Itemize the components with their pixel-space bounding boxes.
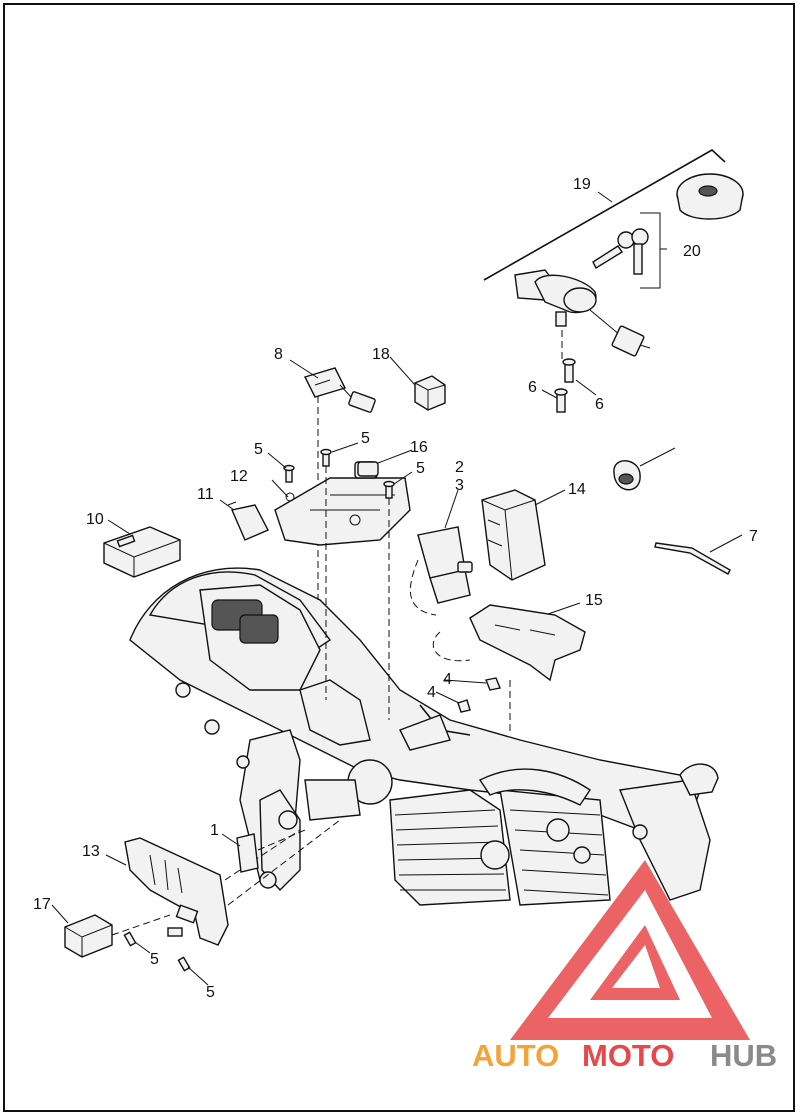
callout-10: 11 bbox=[197, 486, 214, 503]
callout-5-b: 5 bbox=[361, 430, 370, 447]
watermark-text: AUTO MOTO HUB bbox=[472, 1038, 777, 1073]
callout-13: 14 bbox=[568, 481, 586, 498]
callout-9: 10 bbox=[86, 511, 104, 528]
callout-15: 16 bbox=[410, 439, 428, 456]
screws-5-upper bbox=[283, 448, 395, 720]
cable-strap bbox=[654, 542, 731, 575]
callout-3: 3 bbox=[455, 477, 464, 494]
callout-8: 8 bbox=[274, 346, 283, 363]
battery-cover bbox=[410, 526, 473, 616]
screws-5-lower bbox=[123, 931, 191, 972]
callout-6-left: 6 bbox=[528, 379, 537, 396]
callout-5-c: 5 bbox=[416, 460, 425, 477]
watermark-logo bbox=[510, 860, 750, 1040]
module-16 bbox=[64, 914, 171, 958]
engine-cylinder bbox=[389, 768, 611, 906]
watermark-moto: MOTO bbox=[582, 1038, 674, 1073]
callout-17: 18 bbox=[372, 346, 390, 363]
callout-12: 13 bbox=[82, 843, 100, 860]
callout-4-a: 4 bbox=[443, 671, 452, 688]
relay-module bbox=[304, 367, 376, 600]
relay-17 bbox=[414, 375, 446, 411]
callout-1: 1 bbox=[210, 822, 219, 839]
diagram-border bbox=[3, 3, 795, 1112]
watermark-hub: HUB bbox=[710, 1038, 777, 1073]
clip-15 bbox=[357, 461, 379, 477]
screws-6 bbox=[554, 330, 576, 413]
motorcycle-frame bbox=[129, 567, 719, 901]
callout-5-a: 5 bbox=[254, 441, 263, 458]
callout-4-b: 4 bbox=[427, 684, 436, 701]
callout-6-right: 6 bbox=[595, 396, 604, 413]
pad-1 bbox=[236, 829, 306, 873]
ignition-keys bbox=[592, 212, 661, 289]
watermark-auto: AUTO bbox=[472, 1038, 559, 1073]
callout-labels: 19 20 8 18 6 6 7 5 5 16 5 2 3 14 12 11 1… bbox=[33, 176, 758, 1001]
callout-11: 12 bbox=[230, 468, 248, 485]
key-fob bbox=[613, 460, 641, 491]
callout-14: 15 bbox=[585, 592, 603, 609]
callout-7: 7 bbox=[749, 528, 758, 545]
electrical-bracket bbox=[274, 461, 411, 546]
control-module-9 bbox=[103, 526, 181, 578]
ignition-cap bbox=[676, 173, 744, 220]
switch-10 bbox=[227, 501, 269, 541]
battery-tray bbox=[481, 489, 546, 581]
callout-16: 17 bbox=[33, 896, 51, 913]
mounting-plate bbox=[124, 819, 341, 946]
callout-5-e: 5 bbox=[206, 984, 215, 1001]
callout-5-d: 5 bbox=[150, 951, 159, 968]
callout-18: 19 bbox=[573, 176, 591, 193]
callout-19: 20 bbox=[683, 243, 701, 260]
leader-lines bbox=[51, 191, 743, 986]
ignition-switch-assembly bbox=[483, 149, 726, 357]
tray-cover bbox=[432, 604, 586, 735]
clips-4 bbox=[457, 677, 501, 713]
callout-2: 2 bbox=[455, 459, 464, 476]
